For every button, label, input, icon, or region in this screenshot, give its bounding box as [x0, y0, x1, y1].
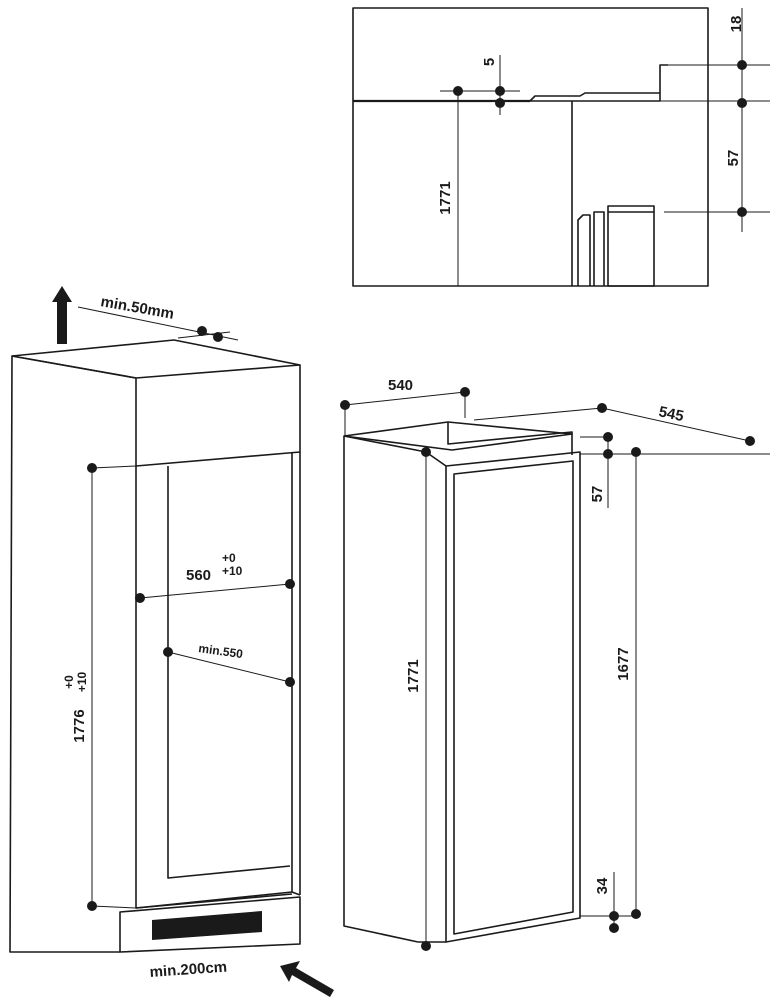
cabinet-left-edge	[9, 355, 120, 953]
appliance-top-back	[447, 422, 573, 455]
niche-floor-corner	[291, 891, 301, 896]
niche-height-dot-bottom	[87, 901, 97, 911]
appliance-door-inner	[453, 460, 574, 935]
appliance-bottom-dot-top	[609, 911, 619, 921]
appliance-height-dot-top	[421, 447, 431, 457]
appliance-bottom-label: 34	[594, 877, 611, 894]
niche-width-tol-lower: +10	[222, 564, 243, 578]
appliance-offset-label: 57	[589, 486, 606, 503]
niche-width-dot-left	[135, 593, 145, 603]
niche-vent-bottom-label: min.200cm	[149, 959, 228, 981]
appliance-width-dot-left	[340, 400, 350, 410]
appliance-width-dim-line	[344, 391, 466, 406]
appliance-width-dot-right	[460, 387, 470, 397]
appliance-offset-dot-bottom	[603, 449, 613, 459]
niche-depth-label: min.550	[198, 641, 245, 661]
air-in-arrow-icon	[280, 961, 334, 997]
cabinet-top-face	[11, 339, 301, 379]
detail-dot-c	[495, 98, 505, 108]
appliance-bottom-dot-bottom	[609, 923, 619, 933]
appliance-height-label: 1771	[405, 659, 422, 692]
appliance-depth-label: 545	[657, 403, 685, 425]
niche-opening	[135, 452, 293, 909]
detail-label-5: 5	[481, 58, 498, 66]
detail-dot-b	[495, 86, 505, 96]
niche-height-ext-bottom	[91, 905, 137, 909]
appliance-depth-dot-right	[745, 436, 755, 446]
appliance-door-height-dot-bottom	[631, 909, 641, 919]
appliance-door-height-dot-top	[631, 447, 641, 457]
niche-width-dim-line	[139, 583, 291, 599]
niche-width-dot-right	[285, 579, 295, 589]
detail-label-18: 18	[728, 16, 745, 33]
detail-seal-1	[577, 214, 591, 286]
detail-seal-2	[593, 211, 605, 286]
niche-vent-dot-a	[197, 326, 207, 336]
appliance-depth-dim-line	[601, 407, 751, 442]
niche-height-tol-lower: +10	[75, 671, 89, 692]
appliance-offset-dot-top	[603, 432, 613, 442]
appliance-door	[445, 451, 581, 943]
niche-vent-dot-b	[213, 332, 223, 342]
niche-floor-front	[135, 893, 293, 909]
niche-height-ext-top	[91, 465, 137, 469]
appliance-height-dot-bottom	[421, 941, 431, 951]
cabinet-top-left-edge	[11, 355, 137, 379]
detail-dot-f	[737, 207, 747, 217]
detail-label-57: 57	[725, 150, 742, 167]
niche-view: min.50mm 1776 +0 +10 560 +0 +10	[9, 286, 334, 997]
detail-view: 18 5 57 1771	[352, 7, 770, 287]
niche-height-label: 1776	[71, 709, 88, 742]
niche-width-tol-upper: +0	[222, 551, 236, 565]
appliance-view: 540 545 1771 57 1677	[340, 377, 770, 951]
detail-dot-e	[737, 98, 747, 108]
appliance-door-height-label: 1677	[615, 647, 632, 680]
appliance-depth-ext	[473, 407, 603, 421]
detail-door-handle-block	[607, 205, 655, 287]
detail-dot-d	[737, 60, 747, 70]
detail-dot-a	[453, 86, 463, 96]
appliance-left-edge	[343, 436, 419, 943]
air-out-arrow-icon	[52, 286, 72, 344]
niche-height-tol-upper: +0	[62, 675, 76, 689]
plinth-vent-grille	[152, 911, 262, 940]
appliance-depth-dot-left	[597, 403, 607, 413]
detail-top-bracket	[659, 64, 668, 93]
niche-inner-back	[167, 466, 291, 879]
detail-frame	[352, 7, 709, 287]
niche-depth-dot-right	[285, 677, 295, 687]
detail-hinge-plate	[529, 92, 661, 102]
appliance-top-front-edge	[343, 435, 427, 453]
niche-depth-dot-left	[163, 647, 173, 657]
appliance-width-label: 540	[388, 377, 413, 394]
cabinet-plinth	[119, 896, 301, 953]
niche-depth-dim-line	[167, 651, 291, 683]
niche-width-label: 560	[186, 567, 211, 584]
cabinet-upper-front	[135, 365, 301, 467]
detail-label-1771: 1771	[437, 181, 454, 214]
niche-height-dot-top	[87, 463, 97, 473]
niche-vent-top-label: min.50mm	[99, 293, 175, 323]
